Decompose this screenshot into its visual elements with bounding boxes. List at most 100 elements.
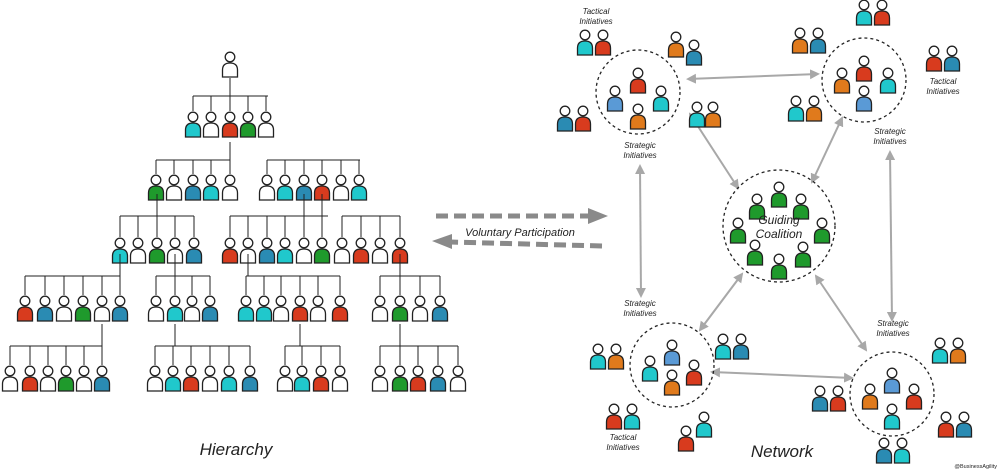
hierarchy-person-icon xyxy=(276,237,294,264)
network-person-icon xyxy=(791,27,809,54)
network-person-icon xyxy=(787,95,805,122)
network-person-icon xyxy=(873,0,891,26)
network-labels: Guiding Coalition Tactical Initiatives T… xyxy=(579,7,959,452)
hierarchy-person-icon xyxy=(331,365,349,392)
network-person-icon xyxy=(937,411,955,438)
network-person-icon xyxy=(663,339,681,366)
hierarchy-person-icon xyxy=(276,174,294,201)
strategic-label-top-left-1: Strategic xyxy=(624,141,656,150)
tactical-label-bottom-left-1: Tactical xyxy=(610,433,637,442)
hierarchy-person-icon xyxy=(184,174,202,201)
network-person-icon xyxy=(931,337,949,364)
arrow-top-right-to-center xyxy=(810,116,844,184)
network-person-icon xyxy=(905,383,923,410)
network-person-icon xyxy=(652,85,670,112)
network-people xyxy=(556,0,973,464)
hierarchy-person-icon xyxy=(411,295,429,322)
network-person-icon xyxy=(955,411,973,438)
network-person-icon xyxy=(695,411,713,438)
strategic-label-bottom-right-1: Strategic xyxy=(877,319,909,328)
dashed-arrow-left xyxy=(449,239,603,249)
network-person-icon xyxy=(576,29,594,56)
network-arrows xyxy=(635,69,897,383)
network-person-icon xyxy=(641,355,659,382)
hierarchy-person-icon xyxy=(431,295,449,322)
hierarchy-person-icon xyxy=(202,174,220,201)
hierarchy-person-icon xyxy=(429,365,447,392)
hierarchy-person-icon xyxy=(276,365,294,392)
tactical-label-top-right-1: Tactical xyxy=(930,77,957,86)
hierarchy-person-icon xyxy=(201,295,219,322)
tactical-label-top-left-2: Initiatives xyxy=(579,17,612,26)
strategic-label-bottom-left-2: Initiatives xyxy=(623,309,656,318)
network-person-icon xyxy=(949,337,967,364)
hierarchy-person-icon xyxy=(313,174,331,201)
hierarchy-person-icon xyxy=(147,174,165,201)
network-person-icon xyxy=(685,39,703,66)
network-person-icon xyxy=(829,385,847,412)
network-person-icon xyxy=(629,67,647,94)
strategic-label-bottom-right-2: Initiatives xyxy=(876,329,909,338)
network-person-icon xyxy=(729,217,747,244)
hierarchy-person-icon xyxy=(350,174,368,201)
hierarchy-person-icon xyxy=(184,111,202,138)
network-person-icon xyxy=(748,193,766,220)
hierarchy-person-icon xyxy=(258,174,276,201)
credit-text: @BusinessAgility xyxy=(954,464,997,470)
network-person-icon xyxy=(732,333,750,360)
hierarchy-person-icon xyxy=(391,295,409,322)
hierarchy-person-icon xyxy=(239,237,257,264)
initiative-circle-bottom-right xyxy=(849,351,935,437)
hierarchy-person-icon xyxy=(257,111,275,138)
network-person-icon xyxy=(794,241,812,268)
tactical-label-top-left-1: Tactical xyxy=(583,7,610,16)
network-person-icon xyxy=(704,101,722,128)
network-person-icon xyxy=(875,437,893,464)
hierarchy-person-icon xyxy=(55,295,73,322)
hierarchy-person-icon xyxy=(291,295,309,322)
hierarchy-person-icon xyxy=(221,174,239,201)
hierarchy-person-icon xyxy=(221,111,239,138)
hierarchy-person-icon xyxy=(221,237,239,264)
voluntary-participation-label: Voluntary Participation xyxy=(465,227,575,239)
network-person-icon xyxy=(605,403,623,430)
arrow-left-vertical xyxy=(635,164,646,298)
network-person-icon xyxy=(813,217,831,244)
hierarchy-person-icon xyxy=(166,295,184,322)
hierarchy-person-icon xyxy=(146,365,164,392)
network-person-icon xyxy=(809,27,827,54)
strategic-label-top-right-2: Initiatives xyxy=(873,137,906,146)
network-person-icon xyxy=(792,193,810,220)
hierarchy-person-icon xyxy=(21,365,39,392)
hierarchy-person-icon xyxy=(293,365,311,392)
hierarchy-person-icon xyxy=(148,237,166,264)
network-person-icon xyxy=(606,85,624,112)
hierarchy-person-icon xyxy=(164,365,182,392)
hierarchy-person-icon xyxy=(93,295,111,322)
network-person-icon xyxy=(833,67,851,94)
hierarchy-person-icon xyxy=(202,111,220,138)
hierarchy-person-icon xyxy=(331,295,349,322)
arrow-center-to-bottom-right xyxy=(814,274,868,352)
hierarchy-person-icon xyxy=(182,365,200,392)
network-person-icon xyxy=(811,385,829,412)
hierarchy-person-icon xyxy=(165,174,183,201)
tactical-label-top-right-2: Initiatives xyxy=(926,87,959,96)
hierarchy-person-icon xyxy=(371,237,389,264)
hierarchy-title: Hierarchy xyxy=(200,440,274,459)
network-person-icon xyxy=(688,101,706,128)
hierarchy-person-icon xyxy=(39,365,57,392)
arrow-center-to-bottom-left xyxy=(698,272,744,332)
hierarchy-person-icon xyxy=(352,237,370,264)
network-person-icon xyxy=(855,0,873,26)
hierarchy-person-icon xyxy=(74,295,92,322)
network-person-icon xyxy=(663,369,681,396)
network-person-icon xyxy=(925,45,943,72)
network-person-icon xyxy=(556,105,574,132)
arrow-top xyxy=(686,69,820,84)
hierarchy-person-icon xyxy=(333,237,351,264)
hierarchy-person-icon xyxy=(371,295,389,322)
initiative-circle-bottom-left xyxy=(629,322,715,408)
hierarchy-person-icon xyxy=(220,365,238,392)
